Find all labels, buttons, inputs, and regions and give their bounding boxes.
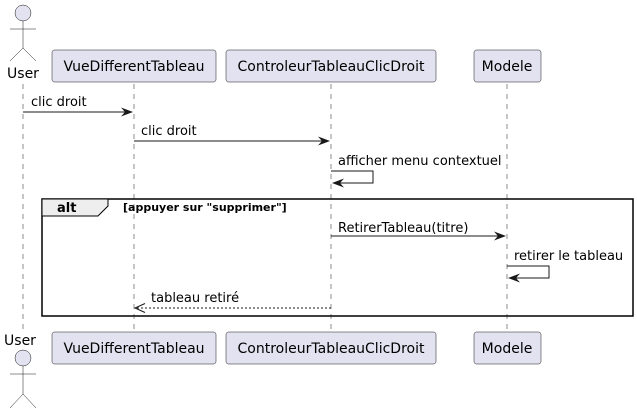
participant-vue-bottom: VueDifferentTableau	[51, 331, 217, 365]
participant-modele-top: Modele	[473, 49, 542, 83]
actor-head	[14, 349, 32, 367]
participant-box	[225, 49, 437, 83]
participant-box	[51, 331, 217, 365]
participant-label-controleur: ControleurTableauClicDroit	[238, 59, 425, 75]
alt-fragment-frame	[41, 198, 634, 317]
message-clic-droit-1: clic droit	[23, 95, 133, 117]
participant-label-modele-bottom: Modele	[482, 341, 533, 357]
participants-bottom: User VueDifferentTableau ControleurTable…	[4, 331, 542, 409]
participant-box	[473, 331, 542, 365]
message-label: tableau retiré	[151, 291, 239, 306]
arrowhead-icon	[494, 231, 506, 241]
actor-user-bottom: User	[4, 333, 37, 409]
participant-label-user: User	[7, 66, 39, 82]
message-retirer-tableau-titre: RetirerTableau(titre)	[331, 221, 506, 241]
message-label: clic droit	[141, 124, 197, 139]
arrowhead-icon	[121, 107, 133, 117]
message-clic-droit-2: clic droit	[134, 124, 330, 146]
arrowhead-icon	[133, 303, 146, 313]
arrowhead-icon	[508, 273, 520, 283]
message-label: retirer le tableau	[514, 249, 623, 264]
message-retirer-le-tableau: retirer le tableau	[507, 249, 623, 283]
alt-guard: [appuyer sur "supprimer"]	[123, 201, 287, 214]
participant-controleur-top: ControleurTableauClicDroit	[225, 49, 437, 83]
actor-legs	[9, 47, 37, 62]
lifelines	[22, 84, 508, 332]
actor-user-top: User	[7, 4, 39, 82]
messages: clic droit clic droit afficher menu cont…	[23, 95, 623, 313]
participants-top: User VueDifferentTableau ControleurTable…	[7, 4, 542, 83]
participant-label-user-bottom: User	[4, 333, 36, 349]
alt-fragment-tab	[41, 198, 109, 217]
participant-label-vue-bottom: VueDifferentTableau	[63, 341, 204, 357]
participant-label-modele: Modele	[482, 59, 533, 75]
participant-controleur-bottom: ControleurTableauClicDroit	[225, 331, 437, 365]
actor-head	[14, 4, 32, 22]
participant-label-controleur-bottom: ControleurTableauClicDroit	[238, 341, 425, 357]
message-label: afficher menu contextuel	[338, 154, 502, 169]
participant-label-vue: VueDifferentTableau	[63, 59, 204, 75]
message-label: RetirerTableau(titre)	[338, 221, 468, 236]
arrowhead-icon	[318, 136, 330, 146]
alt-keyword: alt	[57, 201, 76, 216]
actor-legs	[9, 393, 37, 409]
message-afficher-menu: afficher menu contextuel	[331, 154, 502, 188]
participant-box	[51, 49, 217, 83]
arrowhead-icon	[332, 178, 344, 188]
participant-vue-top: VueDifferentTableau	[51, 49, 217, 83]
message-line	[331, 170, 374, 184]
alt-fragment: alt [appuyer sur "supprimer"]	[41, 198, 634, 317]
participant-modele-bottom: Modele	[473, 331, 542, 365]
message-label: clic droit	[31, 95, 87, 110]
message-line	[507, 265, 550, 279]
message-tableau-retire: tableau retiré	[133, 291, 331, 313]
participant-box	[225, 331, 437, 365]
participant-box	[473, 49, 542, 83]
